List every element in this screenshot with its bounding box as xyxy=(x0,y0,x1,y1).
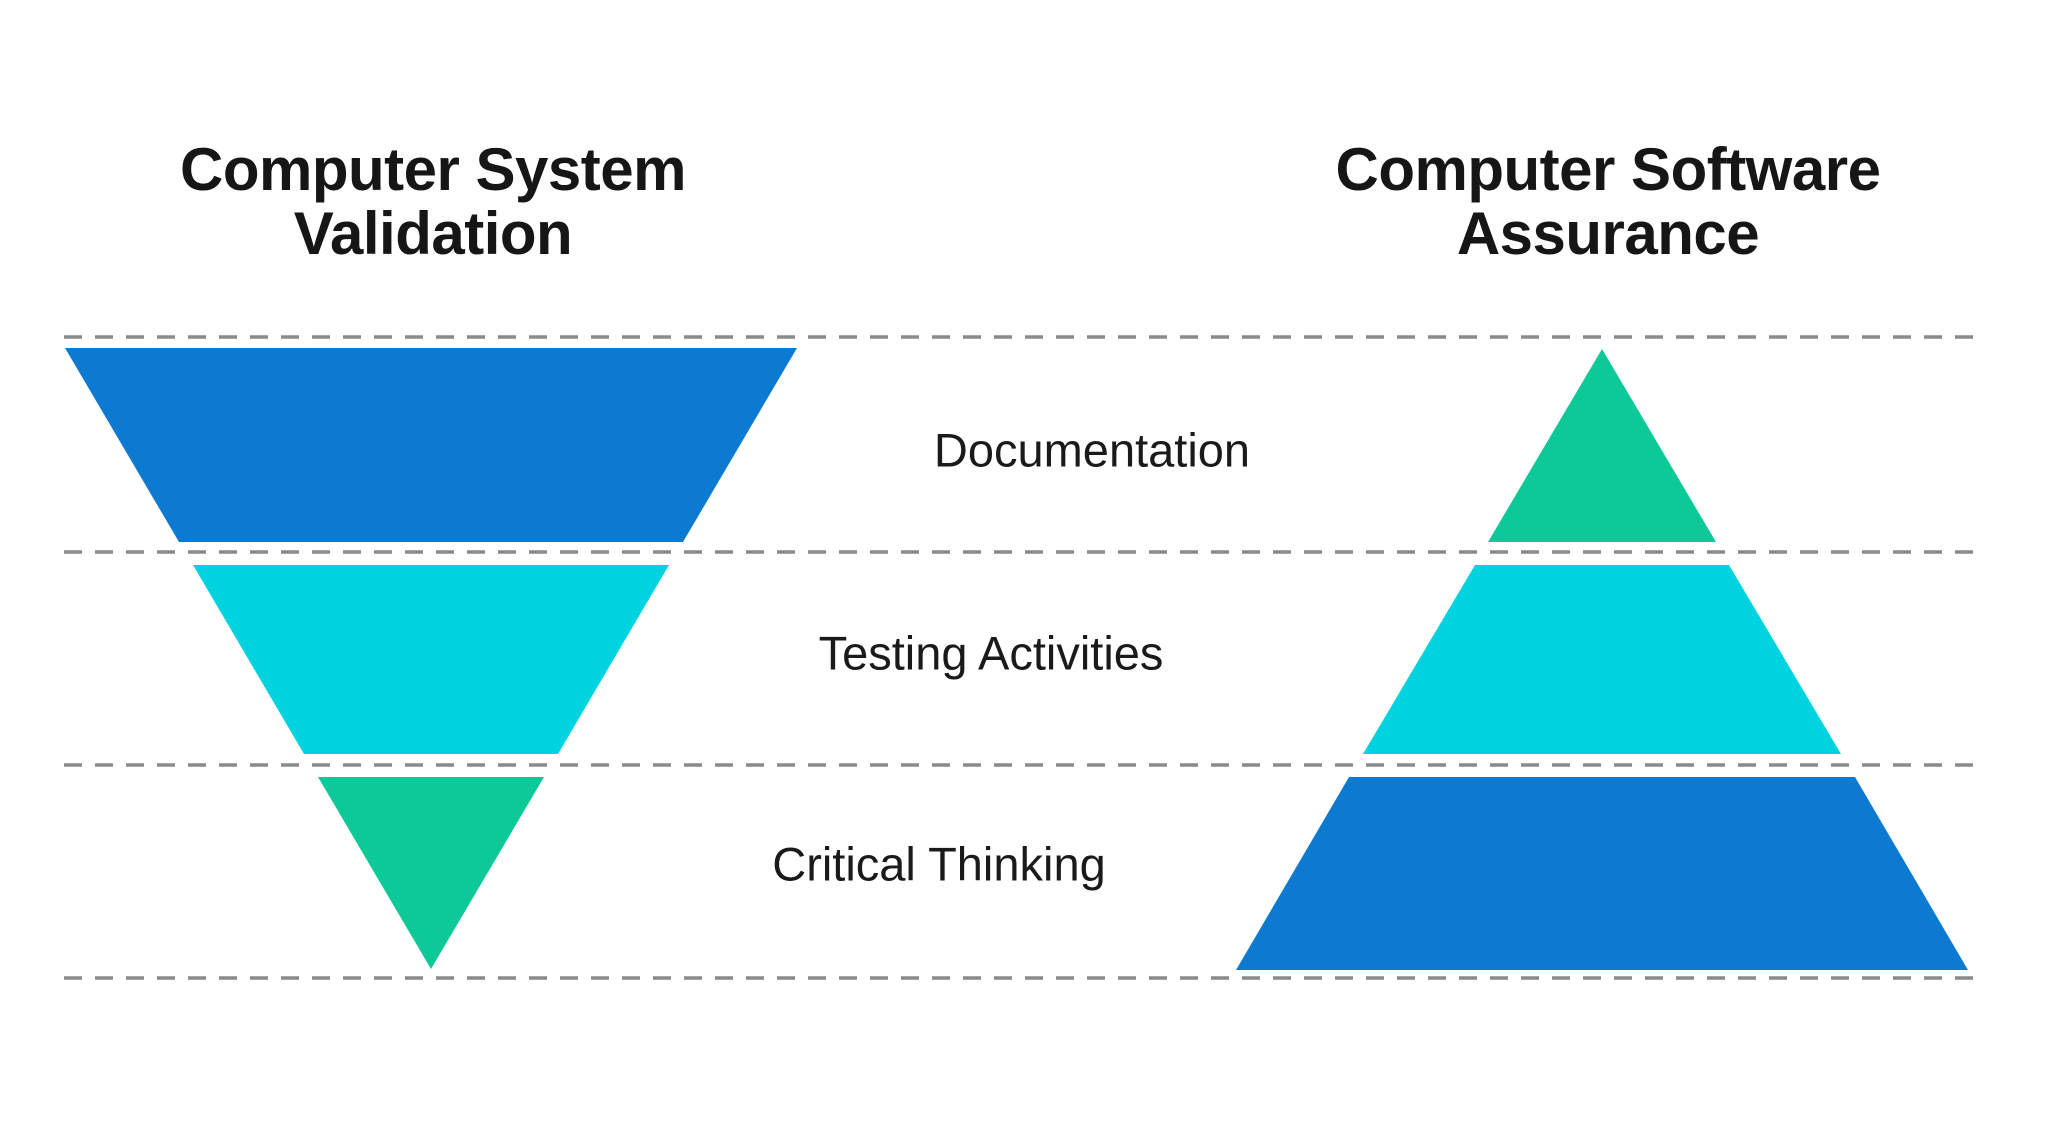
csv-documentation-segment xyxy=(65,348,797,542)
row-label-documentation: Documentation xyxy=(933,423,1251,477)
csv-title: Computer System Validation xyxy=(180,136,686,267)
row-label-critical-thinking: Critical Thinking xyxy=(772,837,1106,891)
csv-testing-activities-segment xyxy=(193,565,669,754)
csa-title: Computer Software Assurance xyxy=(1335,136,1881,267)
csv-critical-thinking-segment xyxy=(318,777,544,969)
csa-critical-thinking-segment xyxy=(1236,777,1968,970)
csa-documentation-segment xyxy=(1488,349,1716,542)
csa-testing-activities-segment xyxy=(1363,565,1841,754)
row-label-testing-activities: Testing Activities xyxy=(818,626,1164,680)
